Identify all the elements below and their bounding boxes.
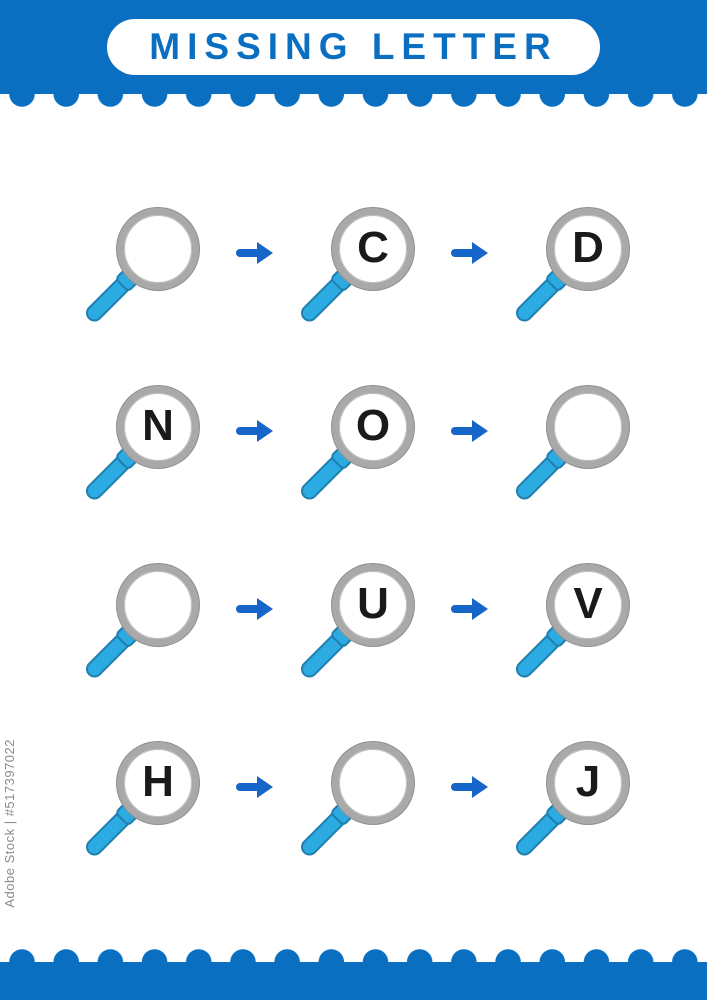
magnifier: N [77, 386, 217, 510]
worksheet-grid: C D N O [0, 116, 707, 920]
magnifier [77, 208, 217, 332]
magnifier: O [292, 386, 432, 510]
magnifier-lens: V [547, 564, 629, 646]
puzzle-row: C D [77, 208, 647, 332]
scallop-border-bottom [0, 940, 707, 962]
magnifier-letter: O [355, 401, 391, 450]
answer-slot[interactable] [117, 208, 199, 290]
arrow-right-icon [235, 598, 274, 620]
puzzle-row: U V [77, 564, 647, 688]
answer-slot[interactable] [547, 386, 629, 468]
magnifier-lens: C [332, 208, 414, 290]
arrow-right-icon [450, 242, 489, 264]
magnifier-letter: N [142, 401, 174, 450]
magnifier-lens: H [117, 742, 199, 824]
answer-slot[interactable] [117, 564, 199, 646]
footer-banner [0, 962, 707, 1000]
arrow-right-icon [235, 776, 274, 798]
magnifier-letter: J [575, 757, 601, 806]
magnifier [77, 564, 217, 688]
arrow-right-icon [235, 420, 274, 442]
magnifier-letter: U [357, 579, 389, 628]
magnifier-letter: V [573, 579, 603, 628]
scallop-border-top [0, 94, 707, 116]
magnifier-lens: N [117, 386, 199, 468]
magnifier-letter: H [142, 757, 174, 806]
arrow-right-icon [450, 776, 489, 798]
arrow-right-icon [235, 242, 274, 264]
magnifier: V [507, 564, 647, 688]
magnifier-lens: D [547, 208, 629, 290]
answer-slot[interactable] [332, 742, 414, 824]
magnifier: D [507, 208, 647, 332]
magnifier [507, 386, 647, 510]
magnifier [292, 742, 432, 866]
magnifier-lens: O [332, 386, 414, 468]
puzzle-row: H J [77, 742, 647, 866]
header-banner: MISSING LETTER [0, 0, 707, 94]
page-title: MISSING LETTER [149, 26, 558, 67]
magnifier: U [292, 564, 432, 688]
magnifier-lens: U [332, 564, 414, 646]
magnifier-lens: J [547, 742, 629, 824]
magnifier-letter: C [357, 223, 389, 272]
magnifier: J [507, 742, 647, 866]
arrow-right-icon [450, 598, 489, 620]
arrow-right-icon [450, 420, 489, 442]
magnifier-letter: D [572, 223, 604, 272]
magnifier: H [77, 742, 217, 866]
watermark-credit: Adobe Stock | #517397022 [2, 739, 17, 908]
title-pill: MISSING LETTER [107, 19, 600, 75]
magnifier: C [292, 208, 432, 332]
puzzle-row: N O [77, 386, 647, 510]
